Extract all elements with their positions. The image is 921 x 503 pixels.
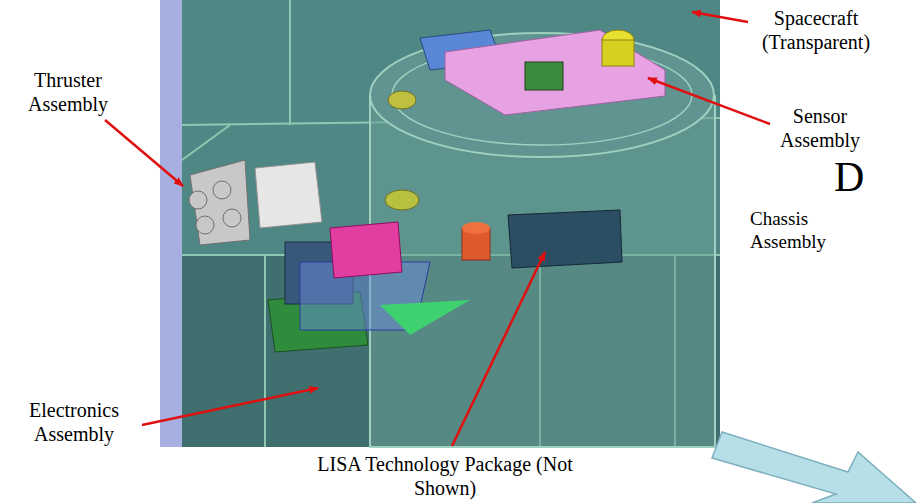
part-label: LISA Technology Package (Not Shown) [315, 452, 575, 500]
thruster-nozzles [189, 160, 250, 245]
green-panel [380, 300, 470, 335]
white-box [255, 162, 322, 228]
block-arrow [712, 432, 916, 503]
part-label: Chassis Assembly [750, 208, 846, 254]
part-label: Spacecraft (Transparent) [752, 6, 880, 54]
dark-box [508, 210, 622, 268]
part-label: Thruster Assembly [12, 68, 124, 116]
sensor-block [445, 30, 665, 115]
part-label: Sensor Assembly [768, 104, 872, 152]
leader-arrows [105, 12, 770, 446]
render-background [160, 0, 720, 447]
frame-lines [182, 0, 720, 447]
magenta-box [330, 222, 402, 278]
part-label: Electronics Assembly [10, 398, 138, 446]
cut-off-letter: D [834, 156, 864, 198]
side-panel [160, 0, 182, 447]
